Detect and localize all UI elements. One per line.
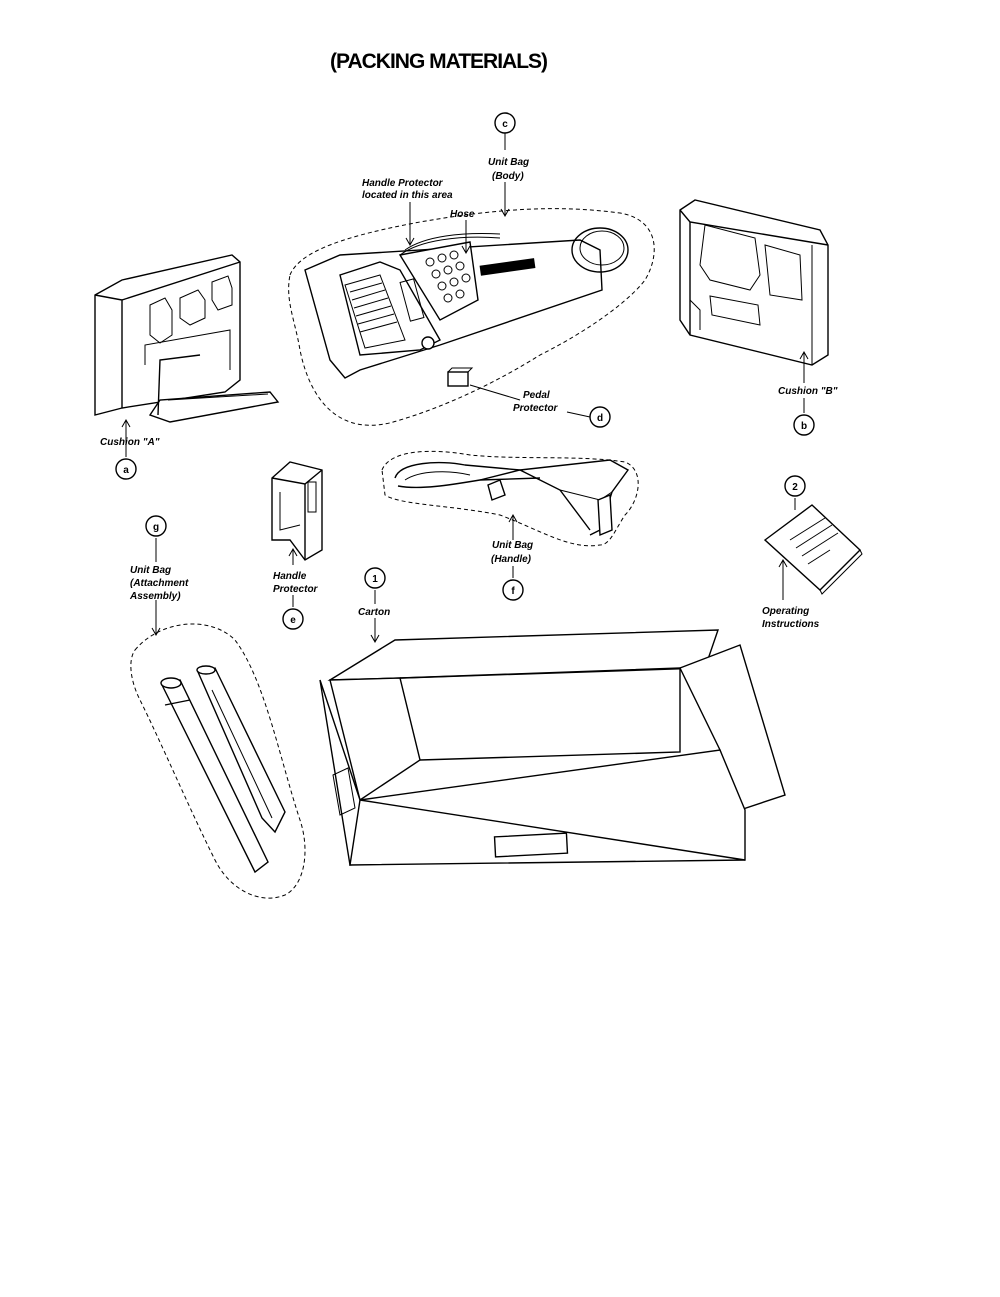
label-pedal-protector-line2: Protector <box>513 403 559 414</box>
label-operating-instructions-line2: Instructions <box>762 619 820 630</box>
carton-drawing <box>319 629 786 866</box>
label-operating-instructions: Operating Instructions <box>762 606 820 630</box>
label-cushion-b: Cushion "B" <box>778 386 838 397</box>
cushion-a-drawing <box>94 254 280 423</box>
callout-a: a <box>115 458 137 480</box>
label-handle-protector-area: Handle Protector located in this area <box>362 178 453 201</box>
label-unit-bag-attachment-line1: Unit Bag <box>130 565 171 576</box>
callout-f-text: f <box>511 586 515 597</box>
label-unit-bag-body-line1: Unit Bag <box>488 157 529 168</box>
label-unit-bag-attachment: Unit Bag (Attachment Assembly) <box>129 565 191 602</box>
label-handle-protector-line2: Protector <box>273 584 319 595</box>
label-handle-protector-area-line2: located in this area <box>362 190 453 201</box>
handle-protector-drawing <box>271 461 323 561</box>
callout-e-text: e <box>290 615 296 626</box>
callout-a-text: a <box>123 465 129 476</box>
label-unit-bag-handle-line2: (Handle) <box>491 554 532 565</box>
callout-c: c <box>494 112 516 134</box>
callout-2-text: 2 <box>792 482 798 493</box>
vacuum-body-drawing <box>288 208 655 426</box>
label-unit-bag-attachment-line3: Assembly) <box>129 591 181 602</box>
callout-d-text: d <box>597 413 603 424</box>
callout-b: b <box>793 414 815 436</box>
callout-b-text: b <box>801 421 807 432</box>
label-cushion-a: Cushion "A" <box>100 437 160 448</box>
label-unit-bag-body-line2: (Body) <box>492 171 524 182</box>
callout-g: g <box>145 515 167 537</box>
label-operating-instructions-line1: Operating <box>762 606 809 617</box>
leader-lines <box>121 133 809 644</box>
page-title: (PACKING MATERIALS) <box>330 50 548 73</box>
label-handle-protector-area-line1: Handle Protector <box>362 178 444 189</box>
callout-d: d <box>589 406 611 428</box>
label-handle-protector: Handle Protector <box>273 571 319 595</box>
label-pedal-protector-line1: Pedal <box>523 390 550 401</box>
callout-1: 1 <box>364 567 386 589</box>
label-hose: Hose <box>450 209 475 220</box>
callout-g-text: g <box>153 522 159 533</box>
label-unit-bag-attachment-line2: (Attachment <box>130 578 189 589</box>
attachment-assembly-drawing <box>130 623 306 899</box>
handle-drawing <box>381 450 639 547</box>
label-carton: Carton <box>358 607 390 618</box>
label-unit-bag-body: Unit Bag (Body) <box>488 157 532 182</box>
instructions-drawing <box>763 504 863 595</box>
cushion-b-drawing <box>679 199 829 366</box>
callout-f: f <box>502 579 524 601</box>
callout-1-text: 1 <box>372 574 378 585</box>
label-unit-bag-handle: Unit Bag (Handle) <box>491 540 536 565</box>
label-pedal-protector: Pedal Protector <box>513 390 559 414</box>
callout-c-text: c <box>502 119 508 130</box>
label-handle-protector-line1: Handle <box>273 571 307 582</box>
label-unit-bag-handle-line1: Unit Bag <box>492 540 533 551</box>
callout-e: e <box>282 608 304 630</box>
callout-2: 2 <box>784 475 806 497</box>
